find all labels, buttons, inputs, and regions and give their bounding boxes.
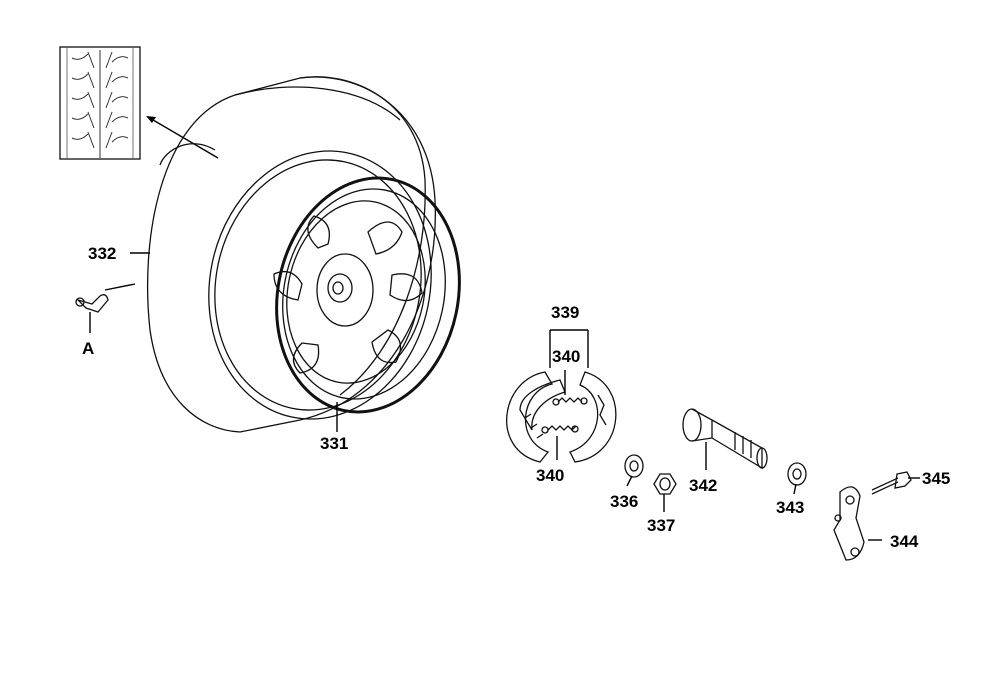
- callout-A: A: [82, 339, 94, 358]
- washer-343: [787, 462, 807, 486]
- callout-336: 336: [610, 492, 638, 511]
- leader-lines: [130, 252, 920, 541]
- rim: [273, 176, 461, 414]
- tread-detail-inset: [59, 46, 141, 160]
- spring-bottom: [541, 425, 579, 434]
- valve-stem: [75, 283, 136, 333]
- inset-arrow: [146, 116, 219, 159]
- callout-331: 331: [320, 434, 348, 453]
- callout-339: 339: [551, 303, 579, 322]
- callout-332: 332: [88, 244, 116, 263]
- tire: [146, 76, 436, 433]
- callout-342: 342: [689, 476, 717, 495]
- bracket-344: [833, 486, 865, 561]
- nut-337: [653, 473, 677, 495]
- callout-344: 344: [890, 532, 919, 551]
- callout-340-bottom: 340: [536, 466, 564, 485]
- axle-342: [682, 408, 768, 470]
- callout-343: 343: [776, 498, 804, 517]
- bolt-345: [871, 471, 912, 495]
- washer-336: [624, 454, 644, 478]
- brake-shoes: [506, 371, 617, 463]
- callout-labels: 332 A 331 339 340 340 336 337 342 343 34…: [82, 244, 950, 551]
- callout-337: 337: [647, 516, 675, 535]
- callout-340-top: 340: [552, 347, 580, 366]
- spring-top: [552, 397, 588, 406]
- callout-345: 345: [922, 469, 950, 488]
